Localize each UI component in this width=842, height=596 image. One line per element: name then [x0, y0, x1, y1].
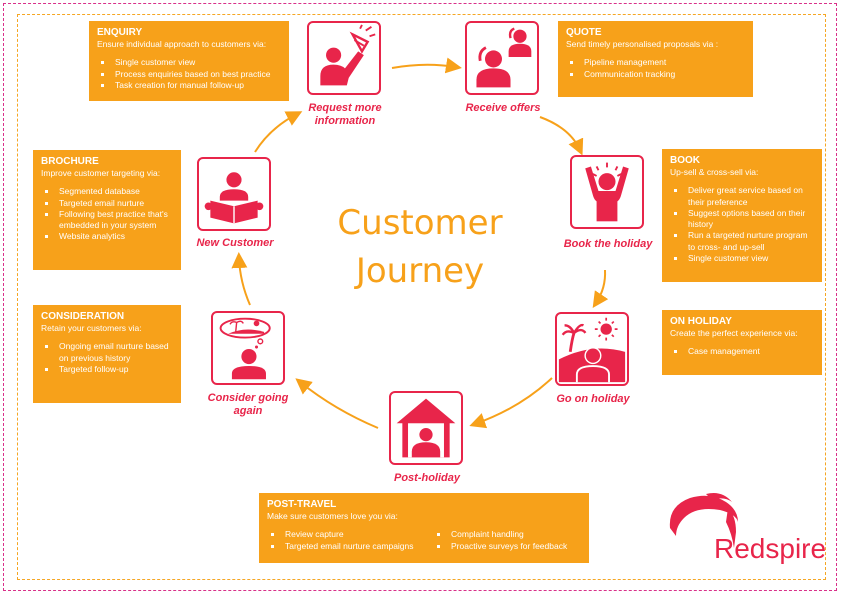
reading-person-icon [197, 157, 271, 231]
post-travel-intro: Make sure customers love you via: [267, 511, 398, 522]
on-holiday-box: ON HOLIDAY Create the perfect experience… [662, 310, 822, 375]
brochure-intro: Improve customer targeting via: [41, 168, 161, 179]
consideration-box: CONSIDERATION Retain your customers via:… [33, 305, 181, 403]
brochure-box: BROCHURE Improve customer targeting via:… [33, 150, 181, 270]
consideration-intro: Retain your customers via: [41, 323, 142, 334]
list-item: Segmented database [41, 186, 173, 197]
stage-label-receive-offers: Receive offers [465, 102, 541, 114]
journey-title-line-1: Customer [337, 203, 503, 243]
stage-label-new-customer: New Customer [196, 237, 274, 249]
stage-label-book-holiday: Book the holiday [563, 238, 653, 250]
brand-name: Redspire [714, 533, 827, 564]
enquiry-box: ENQUIRY Ensure individual approach to cu… [89, 21, 289, 101]
quote-box: QUOTE Send timely personalised proposals… [558, 21, 753, 97]
stage-label-consider-again: Consider going again [207, 392, 289, 418]
list-item: Run a targeted nurture program to cross-… [670, 230, 814, 252]
arrow-request-to-offers [391, 57, 462, 74]
on-holiday-title: ON HOLIDAY [670, 316, 732, 327]
enquiry-intro: Ensure individual approach to customers … [97, 39, 267, 50]
celebrating-person-icon [570, 155, 644, 229]
book-title: BOOK [670, 155, 700, 166]
list-item: Complaint handling [433, 529, 567, 540]
list-item: Single customer view [97, 57, 281, 68]
on-holiday-intro: Create the perfect experience via: [670, 328, 798, 339]
arrow-book-to-holiday [592, 269, 609, 308]
arrow-new-to-request [254, 111, 303, 153]
list-item: Ongoing email nurture based on previous … [41, 341, 173, 363]
outer-dashed-frame [3, 3, 837, 591]
list-item: Process enquiries based on best practice [97, 69, 281, 80]
home-person-icon [389, 391, 463, 465]
dreaming-person-icon [211, 311, 285, 385]
journey-title-line-2: Journey [355, 250, 485, 291]
list-item: Task creation for manual follow-up [97, 80, 281, 91]
list-item: Website analytics [41, 231, 173, 242]
arrow-consider-to-new [231, 252, 251, 306]
book-box: BOOK Up-sell & cross-sell via: Deliver g… [662, 149, 822, 282]
enquiry-title: ENQUIRY [97, 27, 143, 38]
quote-title: QUOTE [566, 27, 602, 38]
list-item: Pipeline management [566, 57, 745, 68]
journey-title: Customer Journey [290, 200, 550, 295]
list-item: Deliver great service based on their pre… [670, 185, 814, 207]
list-item: Targeted follow-up [41, 364, 173, 375]
stage-label-request-info: Request more information [308, 102, 382, 128]
megaphone-person-icon [307, 21, 381, 95]
list-item: Case management [670, 346, 814, 357]
arrow-holiday-to-post [469, 377, 553, 429]
brochure-title: BROCHURE [41, 156, 99, 167]
list-item: Communication tracking [566, 69, 745, 80]
redspire-logo-icon [669, 493, 738, 548]
list-item: Proactive surveys for feedback [433, 541, 567, 552]
list-item: Suggest options based on their history [670, 208, 814, 230]
arrow-post-to-consider [295, 378, 379, 429]
list-item: Targeted email nurture campaigns [267, 541, 419, 552]
arrow-offers-to-book [539, 116, 584, 156]
stage-label-post-holiday: Post-holiday [393, 472, 460, 484]
consideration-title: CONSIDERATION [41, 311, 125, 322]
stage-label-go-on-holiday: Go on holiday [556, 393, 630, 405]
post-travel-box: POST-TRAVEL Make sure customers love you… [259, 493, 589, 563]
list-item: Single customer view [670, 253, 814, 264]
phone-call-icon [465, 21, 539, 95]
list-item: Review capture [267, 529, 419, 540]
quote-intro: Send timely personalised proposals via : [566, 39, 719, 50]
inner-dashed-frame [17, 14, 826, 580]
post-travel-title: POST-TRAVEL [267, 499, 337, 510]
beach-person-icon [555, 312, 629, 386]
book-intro: Up-sell & cross-sell via: [670, 167, 759, 178]
list-item: Targeted email nurture [41, 198, 173, 209]
list-item: Following best practice that's embedded … [41, 209, 173, 231]
